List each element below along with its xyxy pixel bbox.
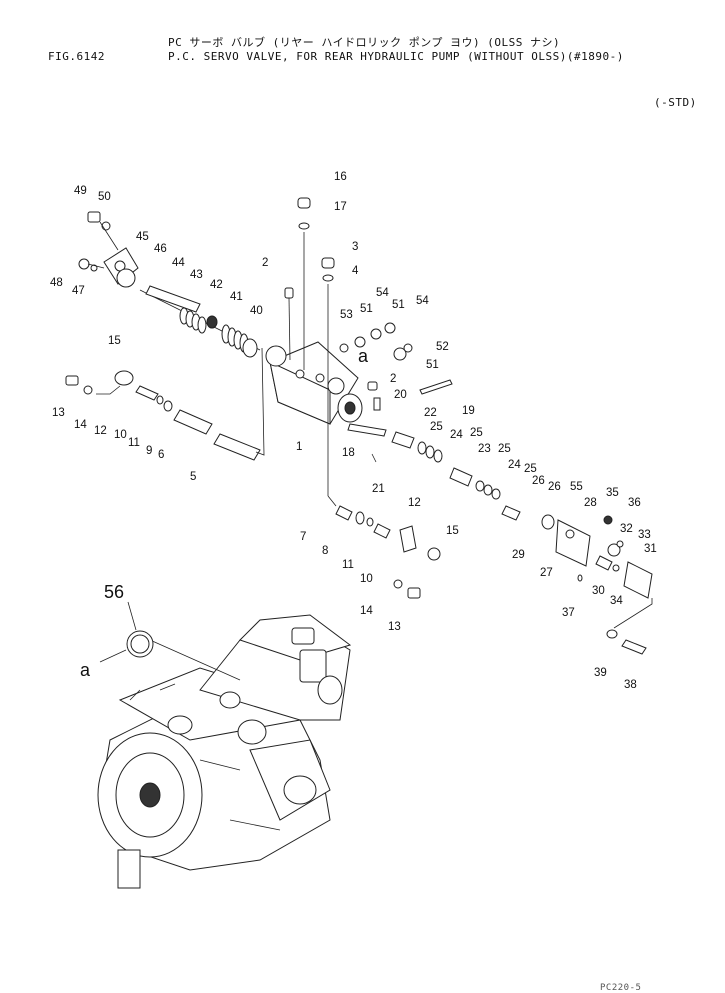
- callout-8: 8: [322, 545, 328, 557]
- callout-1: 1: [296, 441, 302, 453]
- title-japanese: PC サーボ バルブ (リヤー ハイドロリック ポンプ ヨウ) (OLSS ナシ…: [168, 36, 561, 49]
- callout-51: 51: [392, 299, 405, 311]
- callout-26: 26: [548, 481, 561, 493]
- right-small-parts-18-21-51-54: [339, 322, 453, 463]
- callout-13: 13: [388, 621, 401, 633]
- callout-4: 4: [352, 265, 359, 277]
- callout-41: 41: [230, 291, 243, 303]
- callout-26: 26: [532, 475, 545, 487]
- callout-2: 2: [262, 257, 268, 269]
- callout-55: 55: [570, 481, 583, 493]
- callout-38: 38: [624, 679, 637, 691]
- callout-43: 43: [190, 269, 203, 281]
- callout-53: 53: [340, 309, 353, 321]
- spool-parts-5-15: [65, 347, 265, 461]
- callout-17: 17: [334, 201, 347, 213]
- callout-48: 48: [50, 277, 63, 289]
- callout-20: 20: [394, 389, 407, 401]
- callout-29: 29: [512, 549, 525, 561]
- callout-14: 14: [360, 605, 373, 617]
- callout-30: 30: [592, 585, 605, 597]
- variant-note: (-STD): [654, 96, 697, 109]
- callout-25: 25: [524, 463, 537, 475]
- callout-47: 47: [72, 285, 85, 297]
- callout-51: 51: [360, 303, 373, 315]
- callout-24: 24: [450, 429, 463, 441]
- callout-25: 25: [470, 427, 483, 439]
- o-ring-56: [99, 601, 154, 663]
- callout-56: 56: [104, 582, 124, 602]
- callout-3: 3: [352, 241, 358, 253]
- reference-a-lower: a: [80, 660, 91, 680]
- callout-25: 25: [498, 443, 511, 455]
- callout-6: 6: [158, 449, 164, 461]
- reference-a-upper: a: [358, 346, 369, 366]
- callout-21: 21: [372, 483, 385, 495]
- callout-45: 45: [136, 231, 149, 243]
- callout-12: 12: [94, 425, 107, 437]
- callout-40: 40: [250, 305, 263, 317]
- callout-33: 33: [638, 529, 651, 541]
- lower-spool-parts-7-15: [327, 495, 441, 599]
- callout-36: 36: [628, 497, 641, 509]
- callout-46: 46: [154, 243, 167, 255]
- callout-50: 50: [98, 191, 111, 203]
- callout-44: 44: [172, 257, 185, 269]
- callout-15: 15: [108, 335, 121, 347]
- valve-body-part-1: [265, 341, 363, 425]
- stem-parts-40-44: [139, 285, 261, 358]
- callout-9: 9: [146, 445, 152, 457]
- callout-39: 39: [594, 667, 607, 679]
- callout-52: 52: [436, 341, 449, 353]
- footer-code: PC220-5: [600, 983, 642, 993]
- callout-42: 42: [210, 279, 223, 291]
- callout-54: 54: [376, 287, 389, 299]
- callout-25: 25: [430, 421, 443, 433]
- callout-10: 10: [360, 573, 373, 585]
- callout-31: 31: [644, 543, 657, 555]
- callout-32: 32: [620, 523, 633, 535]
- callout-12: 12: [408, 497, 421, 509]
- callout-34: 34: [610, 595, 623, 607]
- callout-49: 49: [74, 185, 87, 197]
- plug-parts-2-3-4-16-17: [284, 197, 335, 496]
- callout-15: 15: [446, 525, 459, 537]
- callout-23: 23: [478, 443, 491, 455]
- part-callouts: 1 2 2 3 4 5 6 7 8 9 10 10 11 11 12 12 13…: [50, 171, 657, 691]
- callout-54: 54: [416, 295, 429, 307]
- cover-parts-45-50: [78, 211, 139, 288]
- callout-5: 5: [190, 471, 196, 483]
- callout-28: 28: [584, 497, 597, 509]
- callout-14: 14: [74, 419, 87, 431]
- title-english: P.C. SERVO VALVE, FOR REAR HYDRAULIC PUM…: [168, 50, 624, 63]
- callout-7: 7: [300, 531, 306, 543]
- hydraulic-pump-illustration: [97, 614, 352, 889]
- callout-11: 11: [128, 437, 140, 449]
- callout-11: 11: [342, 559, 354, 571]
- callout-10: 10: [114, 429, 127, 441]
- callout-51: 51: [426, 359, 439, 371]
- callout-16: 16: [334, 171, 347, 183]
- callout-19: 19: [462, 405, 475, 417]
- callout-24: 24: [508, 459, 521, 471]
- callout-37: 37: [562, 607, 575, 619]
- callout-18: 18: [342, 447, 355, 459]
- callout-22: 22: [424, 407, 437, 419]
- figure-number: FIG.6142: [48, 50, 105, 63]
- callout-35: 35: [606, 487, 619, 499]
- right-spool-parts-22-37: [391, 431, 653, 655]
- callout-2: 2: [390, 373, 396, 385]
- callout-13: 13: [52, 407, 65, 419]
- callout-27: 27: [540, 567, 553, 579]
